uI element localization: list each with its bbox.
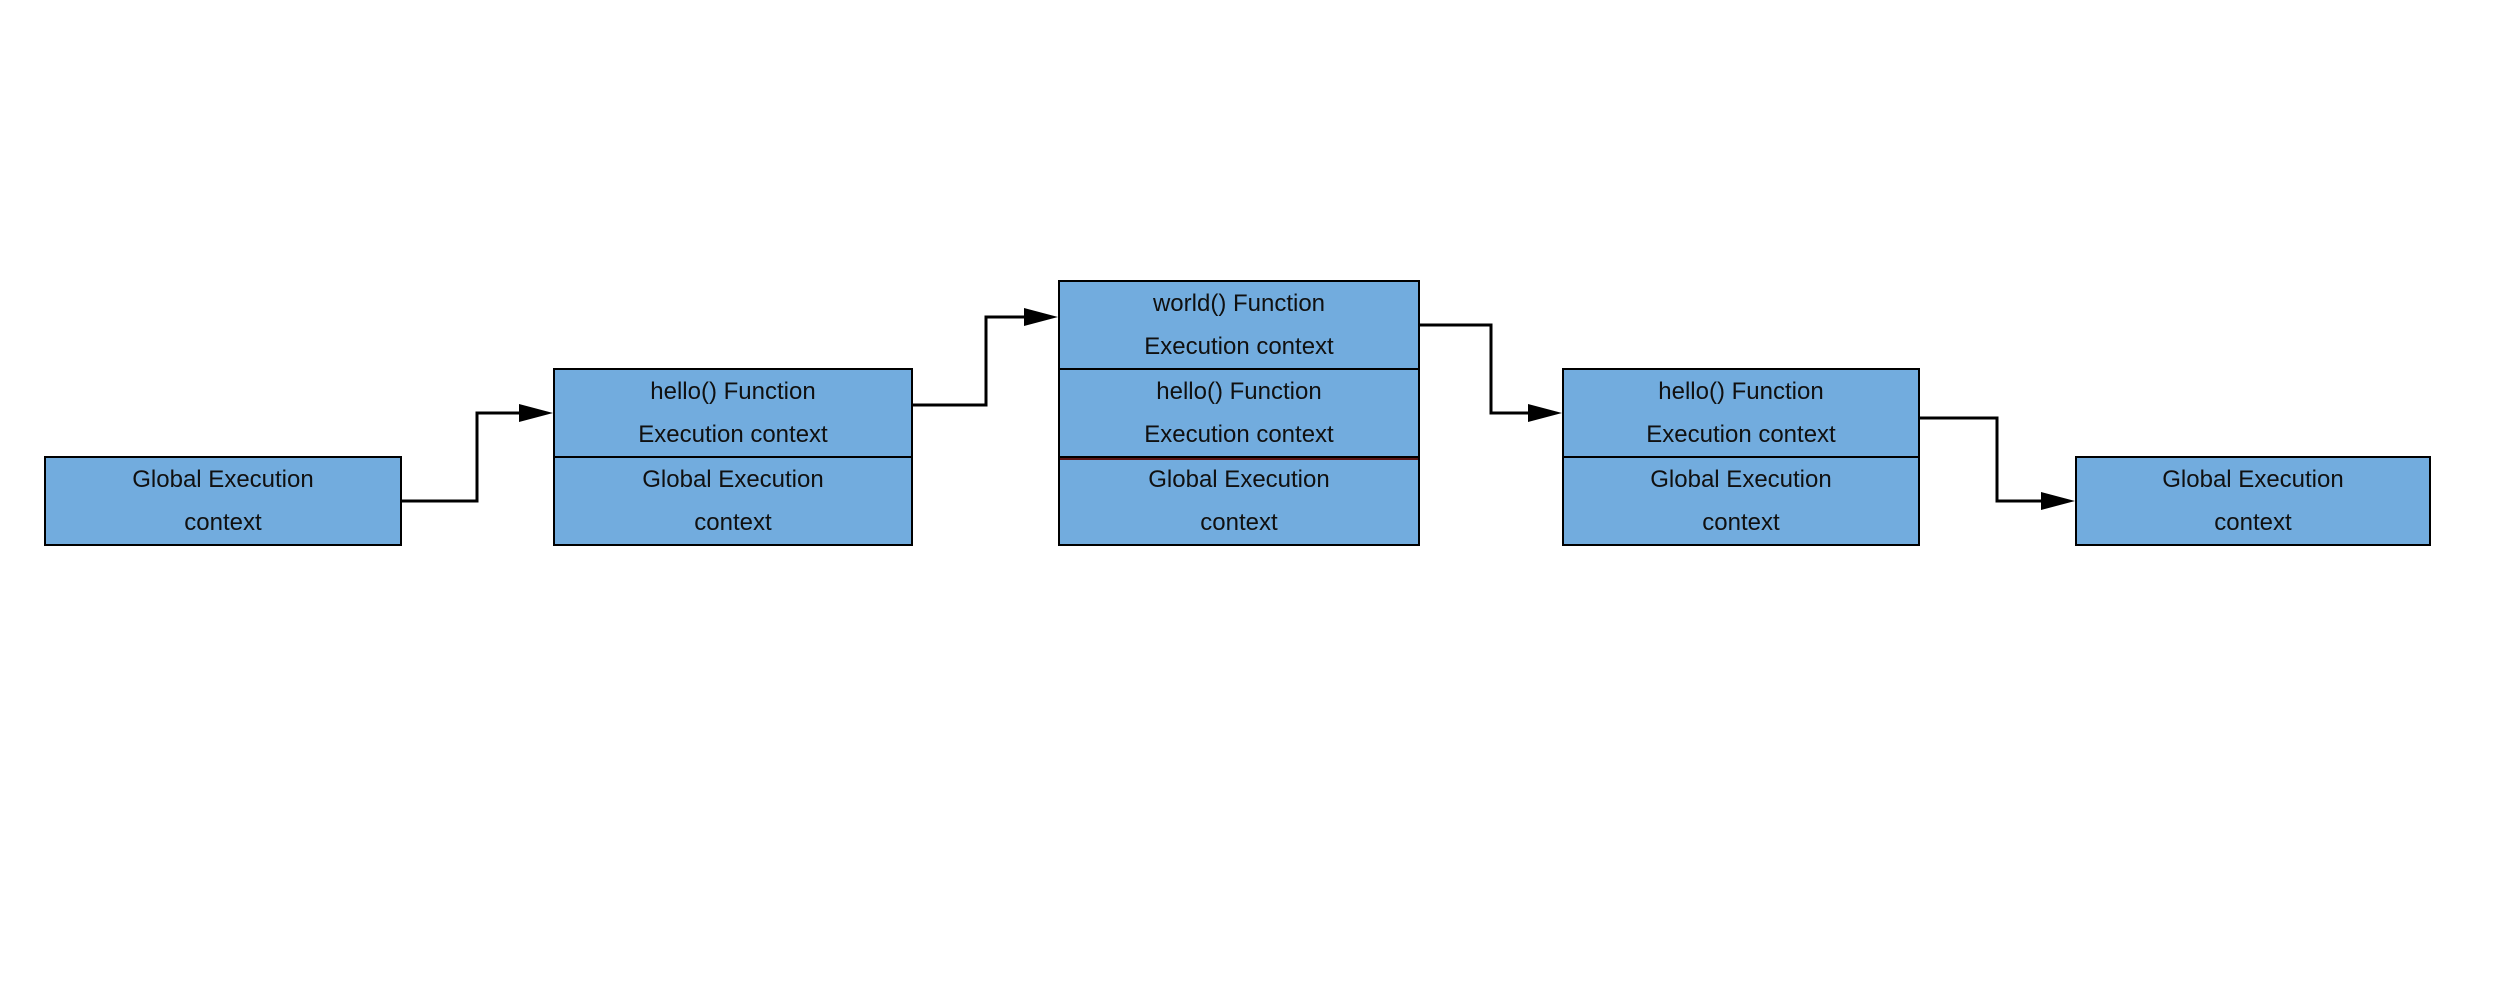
arrowhead-icon	[1528, 404, 1562, 422]
cell-global-execution-context: Global Execution context	[555, 456, 911, 544]
cell-text-line: Global Execution	[132, 466, 314, 493]
cell-text-line: Global Execution	[1148, 466, 1330, 493]
arrow-line	[402, 411, 521, 503]
cell-text-line: context	[1200, 509, 1278, 536]
cell-text-line: Execution context	[638, 421, 828, 448]
cell-global-execution-context: Global Execution context	[2077, 458, 2429, 544]
stage-1-stack: Global Execution context	[44, 456, 402, 546]
cell-hello-function-execution-context: hello() Function Execution context	[1564, 370, 1918, 456]
stage-4-stack: hello() Function Execution context Globa…	[1562, 368, 1920, 546]
arrowhead-icon	[519, 404, 553, 422]
arrow-stage2-to-stage3	[911, 308, 1058, 407]
cell-global-execution-context: Global Execution context	[46, 458, 400, 544]
cell-text-line: hello() Function	[1658, 378, 1824, 405]
arrowhead-icon	[2041, 492, 2075, 510]
cell-text-line: context	[2214, 509, 2292, 536]
cell-global-execution-context: Global Execution context	[1564, 456, 1918, 544]
cell-text-line: context	[184, 509, 262, 536]
cell-text-line: Execution context	[1144, 333, 1334, 360]
cell-text-line: context	[694, 509, 772, 536]
cell-hello-function-execution-context: hello() Function Execution context	[555, 370, 911, 456]
stage-5-stack: Global Execution context	[2075, 456, 2431, 546]
arrow-stage1-to-stage2	[402, 404, 553, 503]
cell-text-line: world() Function	[1152, 290, 1326, 317]
arrowhead-icon	[1024, 308, 1058, 326]
arrow-stage3-to-stage4	[1418, 323, 1562, 422]
arrow-stage4-to-stage5	[1918, 416, 2075, 510]
cell-text-line: Global Execution	[1650, 466, 1832, 493]
cell-hello-function-execution-context: hello() Function Execution context	[1060, 368, 1418, 456]
cell-text-line: Execution context	[1144, 421, 1334, 448]
cell-world-function-execution-context: world() Function Execution context	[1060, 282, 1418, 368]
cell-text-line: hello() Function	[1156, 378, 1322, 405]
cell-text-line: hello() Function	[650, 378, 816, 405]
cell-text-line: context	[1702, 509, 1780, 536]
arrow-line	[911, 315, 1026, 407]
cell-text-line: Global Execution	[642, 466, 824, 493]
cell-global-execution-context: Global Execution context	[1060, 456, 1418, 544]
stage-2-stack: hello() Function Execution context Globa…	[553, 368, 913, 546]
arrow-line	[1918, 416, 2043, 503]
arrow-line	[1418, 323, 1530, 415]
cell-text-line: Global Execution	[2162, 466, 2344, 493]
stage-3-stack: world() Function Execution context hello…	[1058, 280, 1420, 546]
cell-text-line: Execution context	[1646, 421, 1836, 448]
